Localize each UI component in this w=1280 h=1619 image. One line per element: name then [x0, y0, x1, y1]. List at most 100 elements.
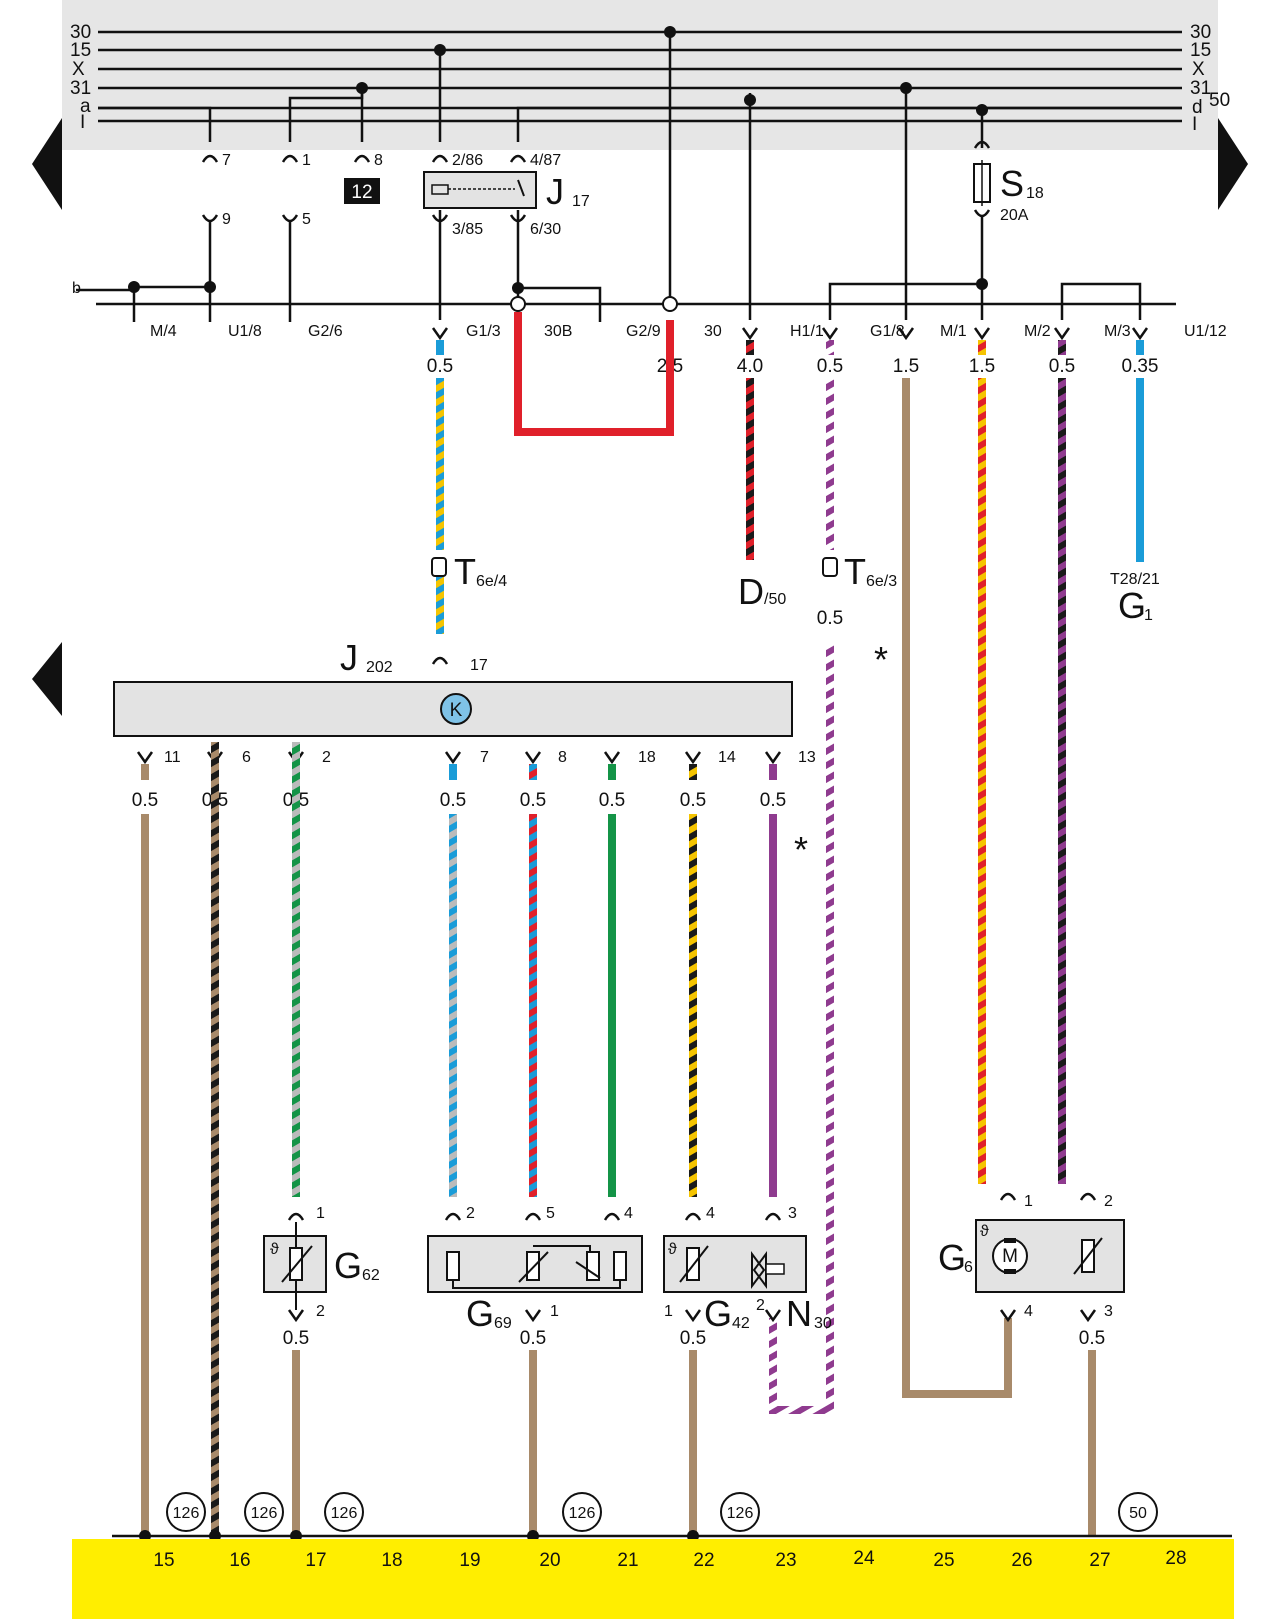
mid-connector-sockets [431, 327, 1149, 341]
relay-pin: 6/30 [530, 221, 561, 238]
upper-gauge-labels: 0.5 2.5 4.0 0.5 1.5 1.5 0.5 0.35 [427, 356, 1159, 377]
connector-t6e4: T 6e/4 [431, 551, 507, 592]
track-number: 21 [617, 1550, 638, 1571]
bus-label-30-right: 30 [1190, 22, 1211, 43]
g62-gauge: 0.5 [283, 1328, 309, 1349]
ref-label: 126 [331, 1505, 358, 1522]
gauge-label: 1.5 [893, 356, 919, 377]
g69-sub: 69 [494, 1315, 512, 1332]
n30-pin: 2 [756, 1297, 765, 1314]
reference-labels: 126 126 126 126 126 50 [173, 1505, 1147, 1522]
pin-label: 5 [302, 211, 311, 228]
relay-pin: 3/85 [452, 221, 483, 238]
relay-sub: 17 [572, 193, 590, 210]
track-number: 18 [381, 1550, 402, 1571]
pin-label: 9 [222, 211, 231, 228]
j202-sub: 202 [366, 659, 393, 676]
pin-label: 1 [302, 152, 311, 169]
g1-conn: T28/21 [1110, 571, 1160, 588]
d50-sub: /50 [764, 591, 786, 608]
connector-label: M/4 [150, 323, 177, 340]
track-number: 22 [693, 1550, 714, 1571]
sensor-g42-n30[interactable]: ϑ 4 1 3 2 G 42 N 30 0.5 [663, 1205, 832, 1349]
bus-label-30: 30 [70, 22, 91, 43]
j202-gauge-labels: 0.5 0.5 0.5 0.5 0.5 0.5 0.5 0.5 [132, 790, 786, 811]
track-number: 24 [853, 1548, 875, 1569]
ref-label: 50 [1129, 1505, 1147, 1522]
relay-pin: 2/86 [452, 152, 483, 169]
connector-label: U1/8 [228, 323, 262, 340]
continue-left-arrow-icon[interactable] [32, 642, 62, 716]
mid-bus-label: b [72, 280, 81, 297]
connector-label: U1/12 [1184, 323, 1227, 340]
asterisk-note: * [794, 829, 808, 870]
relay-j17[interactable]: J 17 2/86 4/87 3/85 6/30 [423, 152, 590, 238]
upper-sockets [201, 140, 991, 223]
g42-pin: 4 [706, 1205, 715, 1222]
g6-gauge: 0.5 [1079, 1328, 1105, 1349]
page-right-arrow-icon[interactable] [1218, 118, 1248, 210]
gauge-label: 0.5 [1049, 356, 1075, 377]
j202-pin: 2 [322, 749, 331, 766]
track-number: 17 [305, 1550, 326, 1571]
pin-label: 8 [374, 152, 383, 169]
connector-label: M/2 [1024, 323, 1051, 340]
g62-pin: 2 [316, 1303, 325, 1320]
g69-pin: 1 [550, 1303, 559, 1320]
track-number: 23 [775, 1550, 796, 1571]
open-terminals [510, 296, 678, 312]
ref-label: 126 [727, 1505, 754, 1522]
page-left-arrow-icon[interactable] [32, 118, 62, 210]
lower-colored-wires [141, 644, 1096, 1536]
bus-label-i-right: I [1192, 114, 1197, 135]
svg-text:ϑ: ϑ [980, 1223, 989, 1240]
j202-pin: 11 [164, 749, 181, 766]
g6-pin: 4 [1024, 1303, 1033, 1320]
connector-label: G1/8 [870, 323, 905, 340]
bus-label-x-right: X [1192, 59, 1205, 80]
g62-pin: 1 [316, 1205, 325, 1222]
gauge-label: 0.5 [599, 790, 625, 811]
control-unit-j202[interactable]: J 202 17 K [113, 637, 793, 737]
bus-label-50-right: 50 [1209, 90, 1230, 111]
n30-sub: 30 [814, 1315, 832, 1332]
k-label: K [450, 700, 463, 721]
t6e3-sub: 6e/3 [866, 573, 897, 590]
g6-sub: 6 [964, 1259, 973, 1276]
k-diagnostic-icon [440, 693, 472, 725]
pin-label: 7 [222, 152, 231, 169]
j202-pin: 8 [558, 749, 567, 766]
junction-dots [128, 26, 988, 294]
fuse-s18[interactable]: S 18 20A [973, 160, 1044, 224]
sensor-g69[interactable]: 2 5 4 1 G 69 0.5 [427, 1205, 643, 1349]
temp-symbol-icon: ϑ [270, 1241, 279, 1258]
connector-label: M/1 [940, 323, 967, 340]
svg-text:ϑ: ϑ [668, 1241, 677, 1258]
sensor-g62[interactable]: ϑ 1 2 G 62 0.5 [263, 1205, 380, 1349]
header-band [62, 0, 1218, 150]
g69-pin: 4 [624, 1205, 633, 1222]
g69-gauge: 0.5 [520, 1328, 546, 1349]
connector-label: M/3 [1104, 323, 1131, 340]
t6e3-name: T [844, 551, 866, 592]
j202-pin: 18 [638, 749, 656, 766]
connector-t6e3: T 6e/3 0.5 [817, 551, 897, 629]
upper-pin-labels: 7 1 8 9 5 [222, 152, 383, 228]
connector-label: H1/1 [790, 323, 824, 340]
g69-name: G [466, 1293, 494, 1334]
g6-pin: 2 [1104, 1193, 1113, 1210]
bus-label-a: a [80, 96, 91, 117]
gauge-label: 0.5 [817, 356, 843, 377]
bus-label-x: X [72, 59, 85, 80]
pump-g6[interactable]: M ϑ 1 4 2 3 G 6 0.5 [938, 1192, 1125, 1349]
gauge-label: 0.35 [1122, 356, 1159, 377]
bus-label-i: I [80, 112, 85, 133]
track-number: 19 [459, 1550, 480, 1571]
j202-pin: 14 [718, 749, 736, 766]
g1-name: G [1118, 585, 1146, 626]
track-number: 27 [1089, 1550, 1110, 1571]
gauge-label: 0.5 [520, 790, 546, 811]
t6e3-gauge: 0.5 [817, 608, 843, 629]
g42-sub: 42 [732, 1315, 750, 1332]
